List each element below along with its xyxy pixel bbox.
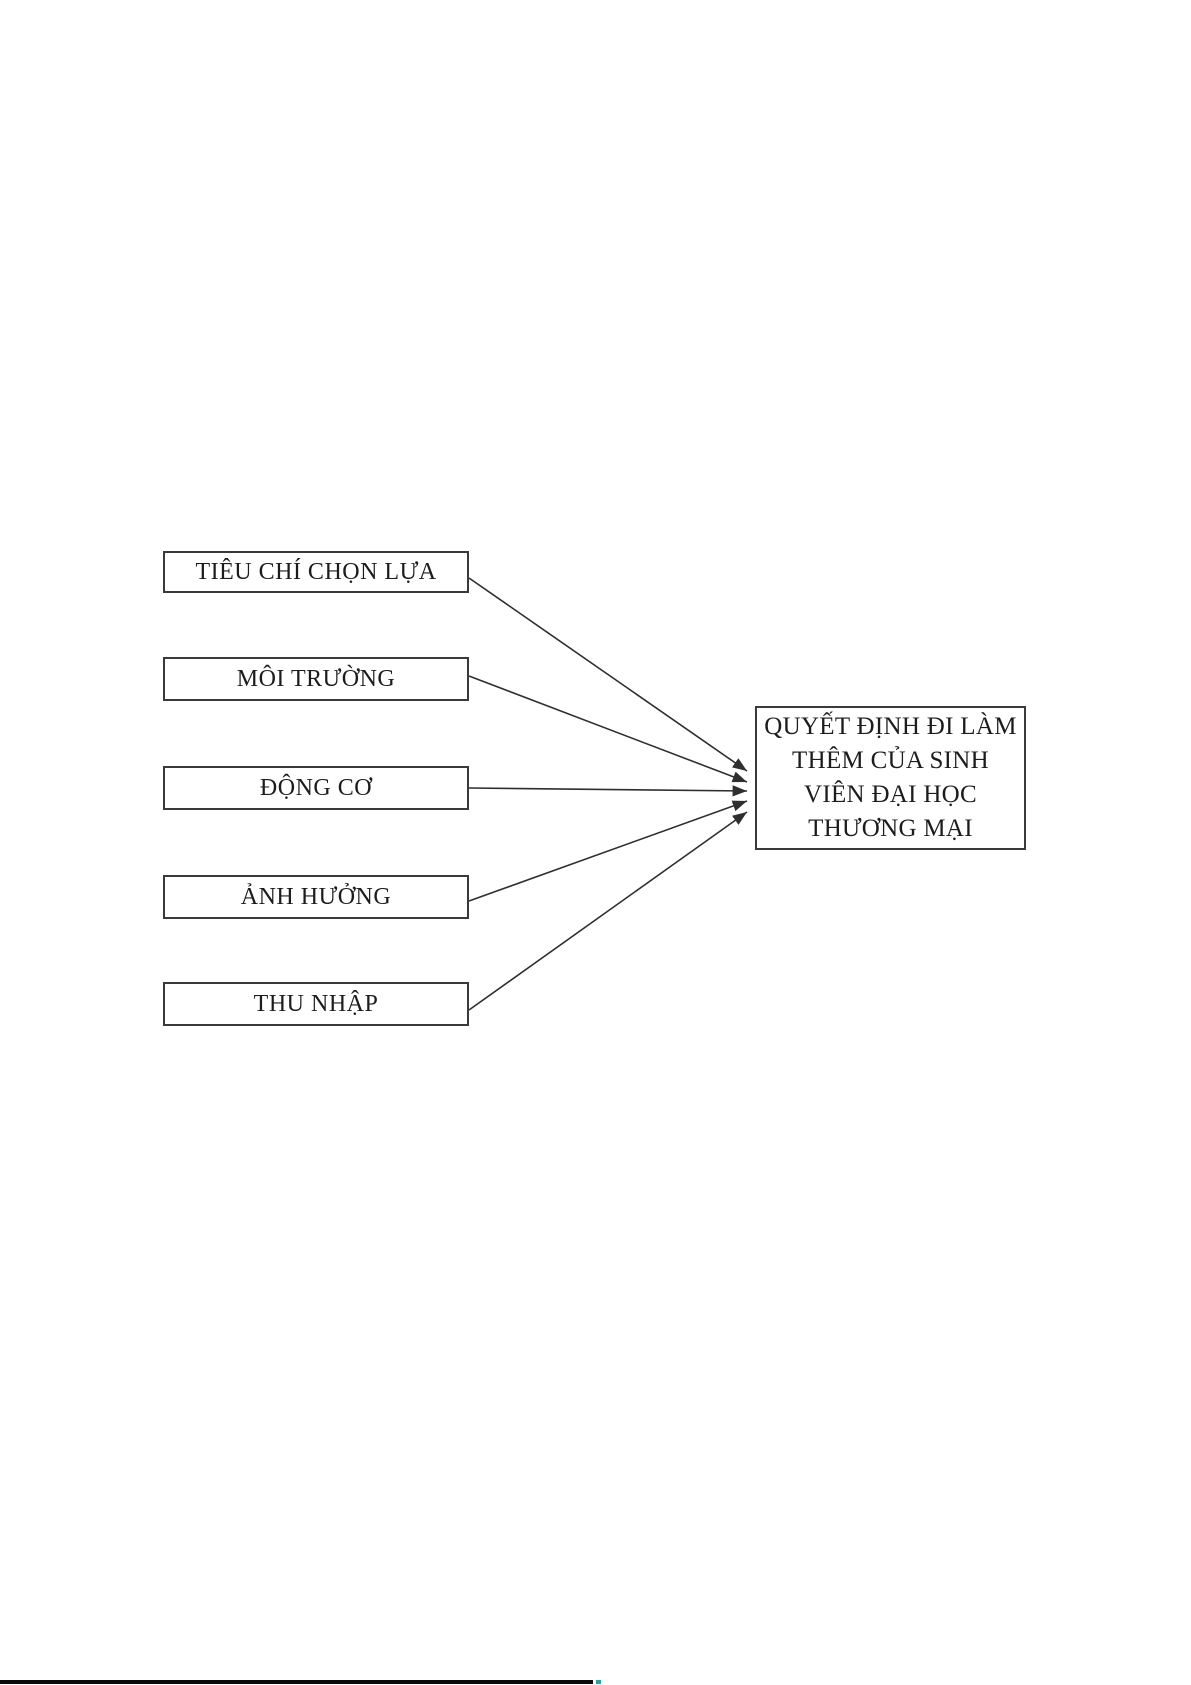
outcome-label-line-3: VIÊN ĐẠI HỌC xyxy=(803,781,978,808)
factor-box-environment: MÔI TRƯỜNG xyxy=(163,657,469,701)
factor-label-criteria: TIÊU CHÍ CHỌN LỰA xyxy=(195,558,437,585)
arrow-criteria-to-decision xyxy=(468,577,748,772)
factor-box-income: THU NHẬP xyxy=(163,982,469,1026)
page-bottom-tick xyxy=(596,1680,601,1684)
factor-box-motivation: ĐỘNG CƠ xyxy=(163,766,469,810)
arrow-motivation-to-decision xyxy=(468,785,748,797)
factor-box-criteria: TIÊU CHÍ CHỌN LỰA xyxy=(163,551,469,593)
factor-label-environment: MÔI TRƯỜNG xyxy=(236,665,396,692)
outcome-box-decision: QUYẾT ĐỊNH ĐI LÀM THÊM CỦA SINH VIÊN ĐẠI… xyxy=(755,706,1026,850)
factor-label-influence: ẢNH HƯỞNG xyxy=(240,883,392,910)
outcome-label-line-2: THÊM CỦA SINH xyxy=(792,747,989,774)
arrow-environment-to-decision xyxy=(468,675,748,783)
page-bottom-bar xyxy=(0,1680,593,1684)
factor-box-influence: ẢNH HƯỞNG xyxy=(163,875,469,919)
factor-label-motivation: ĐỘNG CƠ xyxy=(259,774,373,801)
outcome-label-line-4: THƯƠNG MẠI xyxy=(808,815,973,842)
arrow-influence-to-decision xyxy=(468,800,748,902)
factor-label-income: THU NHẬP xyxy=(253,990,379,1017)
outcome-label-line-1: QUYẾT ĐỊNH ĐI LÀM xyxy=(764,713,1017,740)
arrow-income-to-decision xyxy=(468,811,748,1011)
